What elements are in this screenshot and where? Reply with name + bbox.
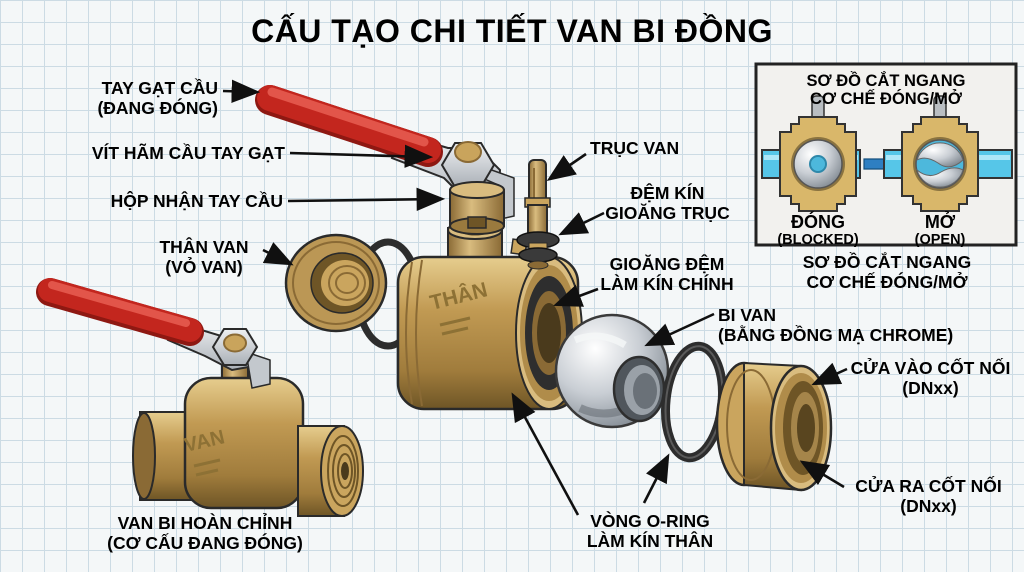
- label-handle-line2: (ĐANG ĐÓNG): [97, 97, 218, 118]
- page-title: CẤU TẠO CHI TIẾT VAN BI ĐỒNG: [251, 13, 773, 49]
- label-valve-body: THÂN VAN (VỎ VAN): [148, 237, 260, 277]
- inset-title-line2: CƠ CHẾ ĐÓNG/MỞ: [810, 90, 962, 109]
- body-nut-graphic: [284, 233, 388, 333]
- label-handle: TAY GẠT CẦU (ĐANG ĐÓNG): [97, 78, 218, 118]
- inset-open-sub: (OPEN): [914, 232, 966, 249]
- leader-stem-seal: [558, 211, 605, 236]
- inset-open-label: MỞ (OPEN): [890, 212, 990, 248]
- inset-open-word: MỞ: [924, 212, 956, 232]
- leader-oring-body: [511, 392, 580, 516]
- label-ball-line2: (BẰNG ĐỒNG MẠ CHROME): [718, 324, 954, 345]
- label-main-seal-line2: LÀM KÍN CHÍNH: [600, 273, 734, 294]
- label-inlet-port: CỬA VÀO CỐT NỐI (DNxx): [848, 358, 1013, 398]
- leader-handle-socket: [287, 187, 446, 212]
- label-complete-valve: VAN BI HOÀN CHỈNH (CƠ CẤU ĐANG ĐÓNG): [85, 513, 325, 553]
- label-handle-socket: HỘP NHẬN TAY CẦU: [110, 191, 283, 212]
- label-stem-seal: ĐỆM KÍN GIOĂNG TRỤC: [600, 183, 735, 223]
- leader-oring-ring: [642, 453, 670, 504]
- end-connector-graphic: [715, 361, 833, 492]
- label-handle-socket-line1: HỘP NHẬN TAY CẦU: [110, 191, 283, 211]
- inset-open-diagram: [883, 95, 1013, 212]
- label-inlet-port-line1: CỬA VÀO CỐT NỐI: [850, 358, 1011, 378]
- leader-valve-body: [262, 242, 294, 266]
- label-main-seal-line1: GIOĂNG ĐỆM: [609, 254, 725, 274]
- leader-inlet: [811, 362, 848, 386]
- label-handle-line1: TAY GẠT CẦU: [101, 78, 218, 98]
- inset-title: SƠ ĐỒ CẮT NGANG CƠ CHẾ ĐÓNG/MỞ: [760, 72, 1012, 109]
- inset-closed-sub: (BLOCKED): [777, 232, 859, 249]
- label-inlet-port-line2: (DNxx): [902, 377, 959, 398]
- label-stem-seal-line2: GIOĂNG TRỤC: [605, 202, 730, 223]
- label-set-screw: VÍT HÃM CẦU TAY GẠT: [91, 143, 285, 164]
- inset-title-line1: SƠ ĐỒ CẮT NGANG: [806, 72, 966, 90]
- inset-caption: SƠ ĐỒ CẮT NGANG CƠ CHẾ ĐÓNG/MỞ: [762, 252, 1012, 292]
- inset-closed-word: ĐÓNG: [791, 212, 845, 232]
- label-main-seal: GIOĂNG ĐỆM LÀM KÍN CHÍNH: [592, 254, 742, 294]
- label-valve-body-line2: (VỎ VAN): [165, 256, 243, 277]
- leader-outlet: [799, 460, 845, 489]
- label-o-ring: VÒNG O-RING LÀM KÍN THÂN: [565, 511, 735, 551]
- label-outlet-port-line1: CỬA RA CỐT NỐI: [855, 476, 1002, 496]
- label-ball-line1: BI VAN: [718, 305, 777, 325]
- label-stem-seal-line1: ĐỆM KÍN: [630, 183, 705, 203]
- label-complete-valve-line1: VAN BI HOÀN CHỈNH: [117, 513, 293, 533]
- inset-caption-line2: CƠ CHẾ ĐÓNG/MỞ: [806, 271, 968, 292]
- inset-caption-line1: SƠ ĐỒ CẮT NGANG: [802, 252, 972, 272]
- label-outlet-port: CỬA RA CỐT NỐI (DNxx): [846, 476, 1011, 516]
- inset-closed-diagram: [761, 95, 861, 212]
- label-outlet-port-line2: (DNxx): [900, 495, 957, 516]
- chrome-ball-graphic: [554, 313, 670, 429]
- leader-set-screw: [289, 144, 434, 169]
- inset-box-graphic: [754, 62, 1018, 247]
- label-stem-line1: TRỤC VAN: [590, 138, 680, 158]
- complete-valve-graphic: VAN: [36, 278, 364, 517]
- label-valve-body-line1: THÂN VAN: [159, 237, 249, 257]
- valve-stem-graphic: [516, 159, 560, 270]
- inset-closed-label: ĐÓNG (BLOCKED): [768, 212, 868, 248]
- label-stem: TRỤC VAN: [590, 138, 680, 159]
- exploded-handle-assembly: [255, 85, 515, 235]
- leader-lines: [222, 79, 848, 516]
- label-o-ring-line2: LÀM KÍN THÂN: [586, 530, 714, 551]
- leader-stem: [546, 152, 587, 181]
- valve-body-graphic: THÂN: [396, 220, 583, 411]
- leader-handle: [222, 79, 261, 103]
- label-complete-valve-line2: (CƠ CẤU ĐANG ĐÓNG): [107, 532, 303, 553]
- leader-main-seal: [553, 284, 599, 307]
- label-set-screw-line1: VÍT HÃM CẦU TAY GẠT: [91, 143, 285, 163]
- label-o-ring-line1: VÒNG O-RING: [590, 511, 710, 531]
- leader-ball: [644, 312, 715, 347]
- label-ball: BI VAN (BẰNG ĐỒNG MẠ CHROME): [718, 305, 954, 345]
